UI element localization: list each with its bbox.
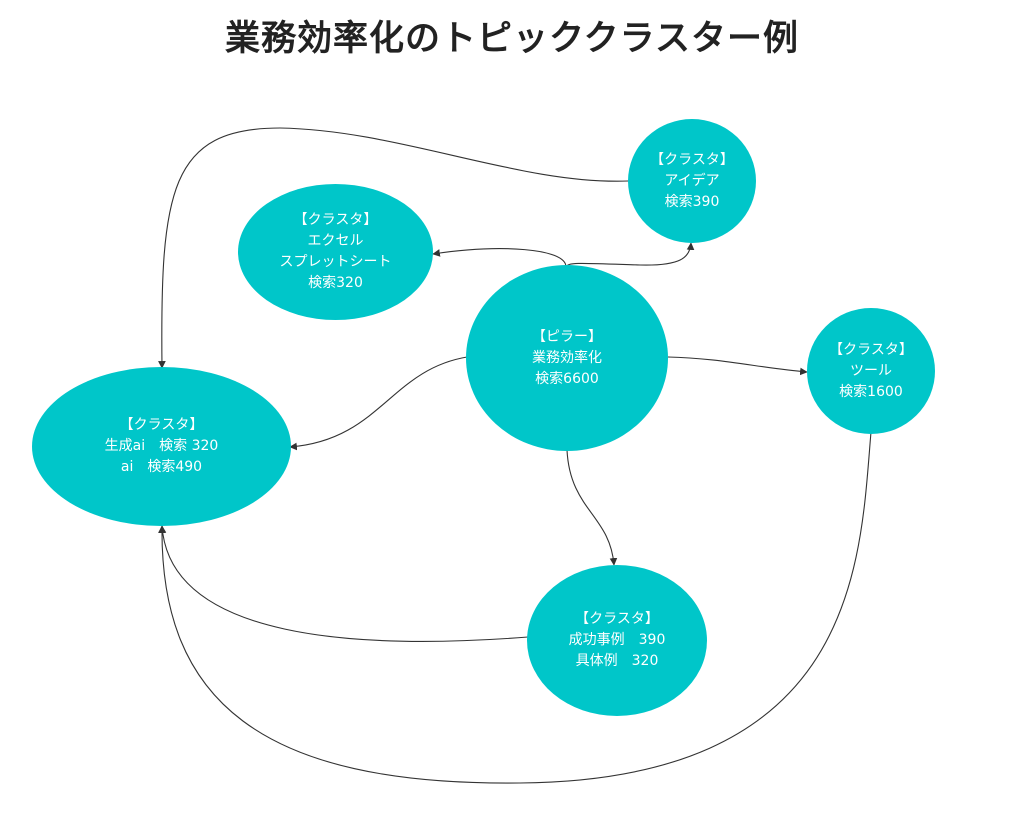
node-excel: 【クラスタ】 エクセル スプレットシート 検索320 xyxy=(238,184,433,320)
node-pillar-line-3: 検索6600 xyxy=(535,370,599,387)
node-ai-line-1: 【クラスタ】 xyxy=(119,417,204,433)
node-excel-line-2: エクセル xyxy=(307,233,364,249)
node-ai-line-3: ai 検索490 xyxy=(120,459,203,475)
node-tool-line-3: 検索1600 xyxy=(839,383,903,400)
node-ai: 【クラスタ】 生成ai 検索 320 ai 検索490 xyxy=(32,367,291,526)
node-idea-line-2: アイデア xyxy=(664,172,720,189)
node-case-line-3: 具体例 320 xyxy=(575,653,659,669)
node-case-line-1: 【クラスタ】 xyxy=(575,611,659,627)
node-pillar-line-1: 【ピラー】 xyxy=(532,328,602,345)
edge-tool-to-ai xyxy=(158,431,872,784)
node-excel-line-1: 【クラスタ】 xyxy=(293,212,378,228)
node-idea: 【クラスタ】 アイデア 検索390 xyxy=(628,119,756,243)
node-pillar-line-2: 業務効率化 xyxy=(532,349,602,366)
node-case-line-2: 成功事例 390 xyxy=(568,632,666,648)
node-case: 【クラスタ】 成功事例 390 具体例 320 xyxy=(527,565,707,716)
edge-pillar-to-ai xyxy=(289,356,468,451)
node-excel-line-4: 検索320 xyxy=(308,275,363,291)
node-tool-line-2: ツール xyxy=(850,362,892,379)
node-idea-line-3: 検索390 xyxy=(664,193,720,210)
node-pillar: 【ピラー】 業務効率化 検索6600 xyxy=(466,265,668,451)
node-idea-line-1: 【クラスタ】 xyxy=(650,151,734,168)
edge-pillar-to-idea xyxy=(565,242,695,268)
edge-pillar-to-case xyxy=(566,449,618,566)
node-tool-line-1: 【クラスタ】 xyxy=(829,341,913,358)
edge-pillar-to-tool xyxy=(667,356,808,376)
edge-pillar-to-excel xyxy=(432,248,567,268)
node-tool: 【クラスタ】 ツール 検索1600 xyxy=(807,308,935,434)
node-ai-line-2: 生成ai 検索 320 xyxy=(104,438,219,454)
edge-case-to-ai xyxy=(158,525,529,642)
node-excel-line-3: スプレットシート xyxy=(279,254,392,270)
diagram-title: 業務効率化のトピッククラスター例 xyxy=(225,19,799,59)
edge-idea-to-ai xyxy=(158,127,629,369)
